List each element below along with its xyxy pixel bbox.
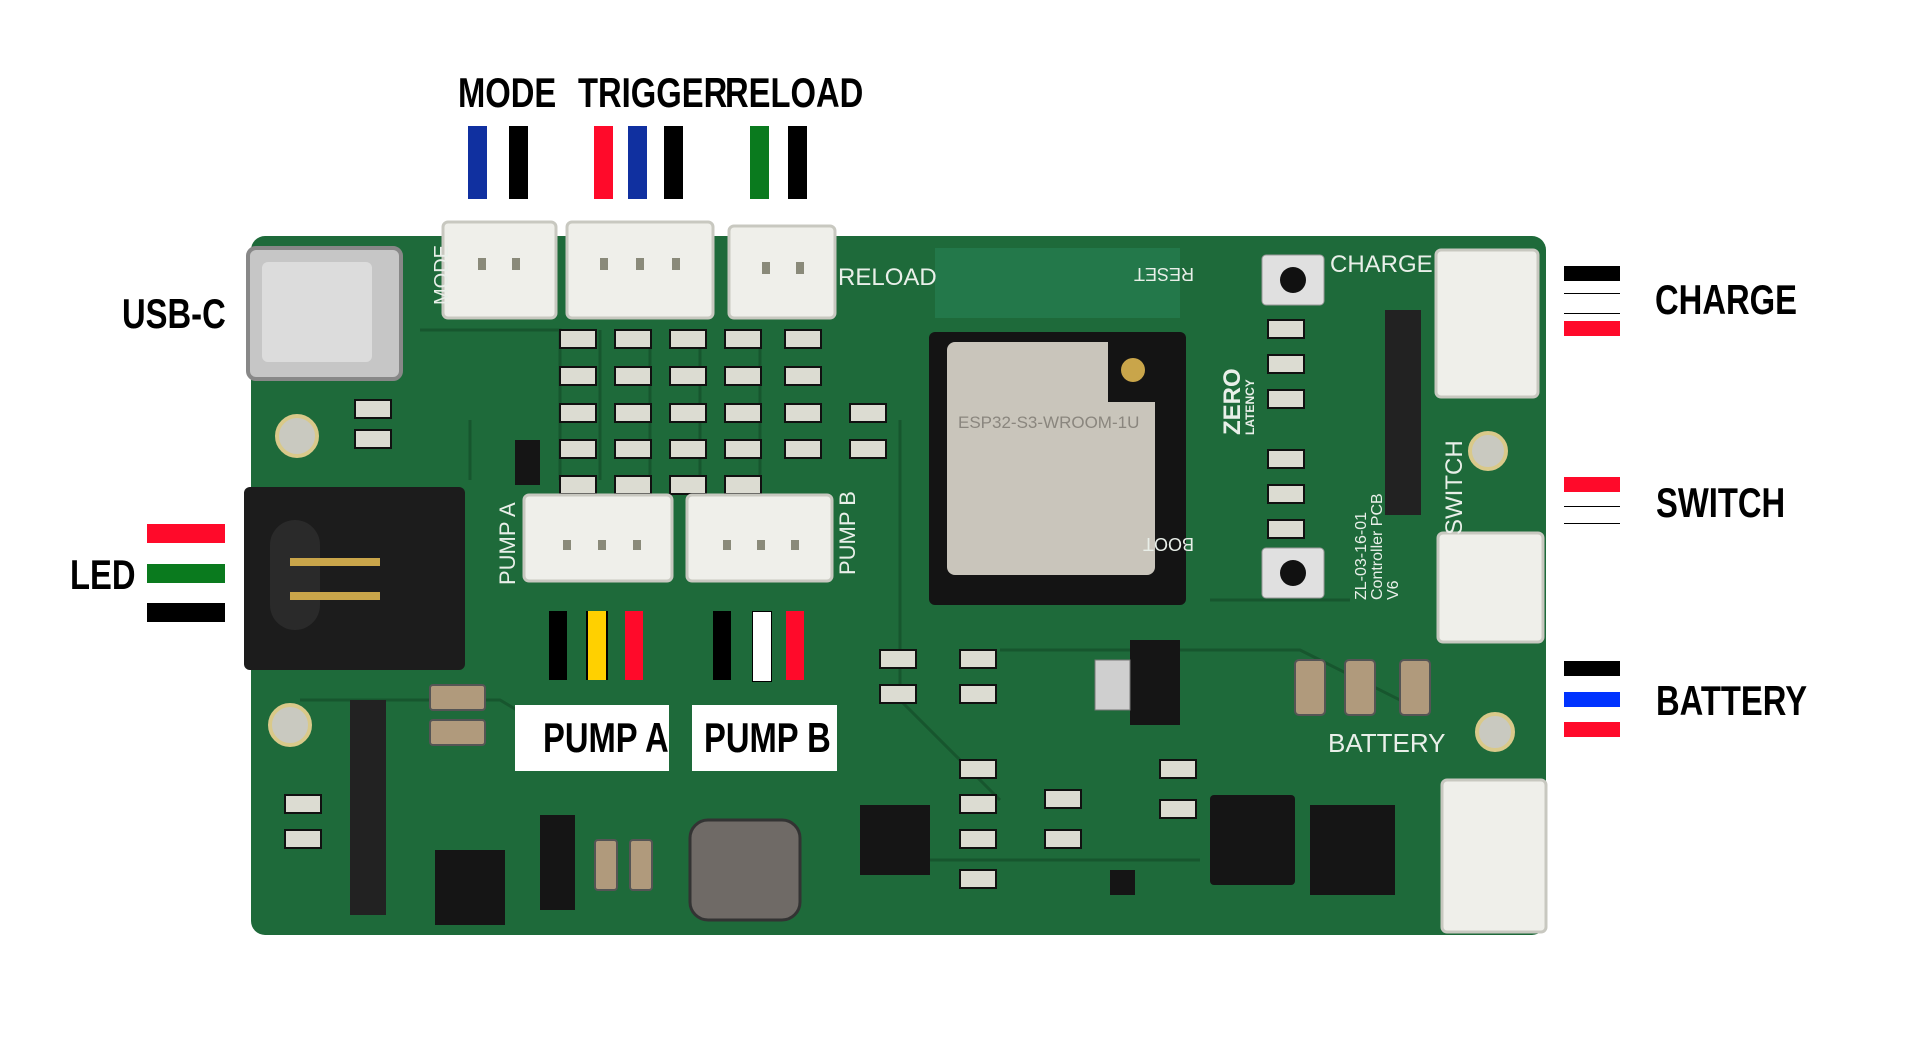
led-wire-green xyxy=(147,564,225,583)
trigger-wire-black xyxy=(664,126,683,199)
switch-connector xyxy=(1436,531,1545,644)
label-reload: RELOAD xyxy=(725,69,864,116)
mode-connector xyxy=(441,220,558,320)
label-trigger: TRIGGER xyxy=(578,69,728,116)
trigger-wire-blue xyxy=(628,126,647,199)
battery-wire-blue xyxy=(1564,692,1620,707)
silk-reset: RESET xyxy=(1134,264,1194,284)
jst-connectors xyxy=(441,220,1548,934)
mounting-holes xyxy=(268,414,1515,752)
silk-pump-a: PUMP A xyxy=(495,502,520,585)
pump-b-wire-black xyxy=(713,611,731,680)
smd-components xyxy=(284,319,1305,889)
pump-b-label-box: PUMP B xyxy=(692,705,837,771)
silk-pump-b: PUMP B xyxy=(835,491,860,575)
silk-charge: CHARGE xyxy=(1330,251,1433,278)
silk-pcb-ver: V6 xyxy=(1385,580,1402,600)
label-pump-b: PUMP B xyxy=(704,714,831,761)
pump-a-wire-yellow xyxy=(586,611,608,680)
pump-b-wire-red xyxy=(786,611,804,680)
label-switch: SWITCH xyxy=(1656,479,1786,526)
inductor xyxy=(688,818,802,922)
ics xyxy=(435,440,1395,925)
label-pump-a: PUMP A xyxy=(543,714,669,761)
silk-reload: RELOAD xyxy=(838,264,937,291)
silk-mode: MODE xyxy=(431,245,453,305)
led-wire-red xyxy=(147,524,225,543)
reload-wire-green xyxy=(750,126,769,199)
silk-battery: BATTERY xyxy=(1328,728,1446,758)
reload-wire-black xyxy=(788,126,807,199)
charge-wire-black xyxy=(1564,266,1620,281)
pump-a-wire-black xyxy=(549,611,567,680)
label-charge: CHARGE xyxy=(1655,276,1797,323)
label-mode: MODE xyxy=(458,69,557,116)
battery-wire-red xyxy=(1564,722,1620,737)
pin-headers xyxy=(350,310,1421,915)
silk-pcb-name: Controller PCB xyxy=(1369,493,1386,600)
led-wire-black xyxy=(147,603,225,622)
silk-switch: SWITCH xyxy=(1441,440,1468,535)
battery-wire-black xyxy=(1564,661,1620,676)
label-battery: BATTERY xyxy=(1656,677,1808,724)
charge-connector xyxy=(1434,248,1540,399)
battery-connector xyxy=(1440,778,1548,934)
switch-wire-white-2 xyxy=(1564,523,1620,524)
silk-boot: BOOT xyxy=(1143,534,1194,554)
esp32-shield xyxy=(947,342,1155,575)
switch-wire-red xyxy=(1564,477,1620,492)
switch-wire-white-1 xyxy=(1564,506,1620,507)
label-led: LED xyxy=(70,551,136,598)
charge-wire-white xyxy=(1564,293,1620,314)
mode-wire-black xyxy=(509,126,528,199)
reload-connector xyxy=(727,224,837,320)
pump-a-connector xyxy=(522,493,674,583)
mode-wire-blue xyxy=(468,126,487,199)
pump-a-wire-red xyxy=(625,611,643,680)
capacitors xyxy=(429,659,1431,891)
charge-wire-red xyxy=(1564,321,1620,336)
pump-b-wire-white xyxy=(752,611,772,682)
label-usb-c: USB-C xyxy=(122,290,226,337)
pump-a-label-box: PUMP A xyxy=(515,705,669,771)
silk-module: ESP32-S3-WROOM-1U xyxy=(958,413,1139,432)
silk-zero: ZERO xyxy=(1219,368,1246,435)
silk-pcb-id: ZL-03-16-01 xyxy=(1353,512,1370,600)
pump-b-connector xyxy=(685,493,834,583)
silk-latency: LATENCY xyxy=(1243,379,1257,435)
trigger-wire-red xyxy=(594,126,613,199)
